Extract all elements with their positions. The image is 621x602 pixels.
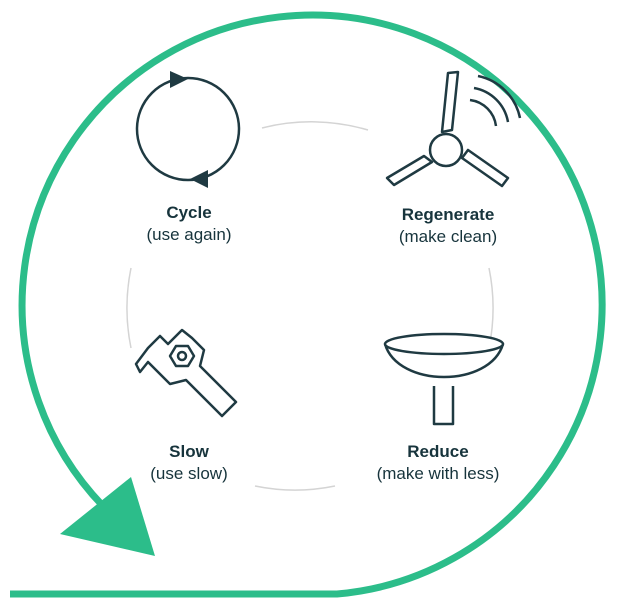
inner-connector-ring (126, 121, 494, 491)
node-cycle-label: Cycle (use again) (69, 202, 309, 246)
node-reduce-subtitle: (make with less) (376, 464, 500, 483)
cycle-arrows-icon (135, 71, 241, 188)
node-regenerate-title: Regenerate (401, 205, 495, 224)
node-regenerate-label: Regenerate (make clean) (328, 204, 568, 248)
node-slow-title: Slow (169, 442, 209, 461)
node-cycle-subtitle: (use again) (146, 225, 232, 244)
node-slow-label: Slow (use slow) (69, 441, 309, 485)
wrench-nut-icon (134, 328, 238, 418)
outer-cycle-arrowhead (60, 477, 155, 556)
node-regenerate-subtitle: (make clean) (398, 227, 498, 246)
node-cycle-title: Cycle (166, 203, 212, 222)
wind-turbine-icon (385, 70, 522, 188)
node-reduce-title: Reduce (407, 442, 469, 461)
funnel-icon (383, 332, 505, 426)
outer-cycle-arc (10, 11, 606, 598)
node-slow-subtitle: (use slow) (150, 464, 228, 483)
node-reduce-label: Reduce (make with less) (318, 441, 558, 485)
